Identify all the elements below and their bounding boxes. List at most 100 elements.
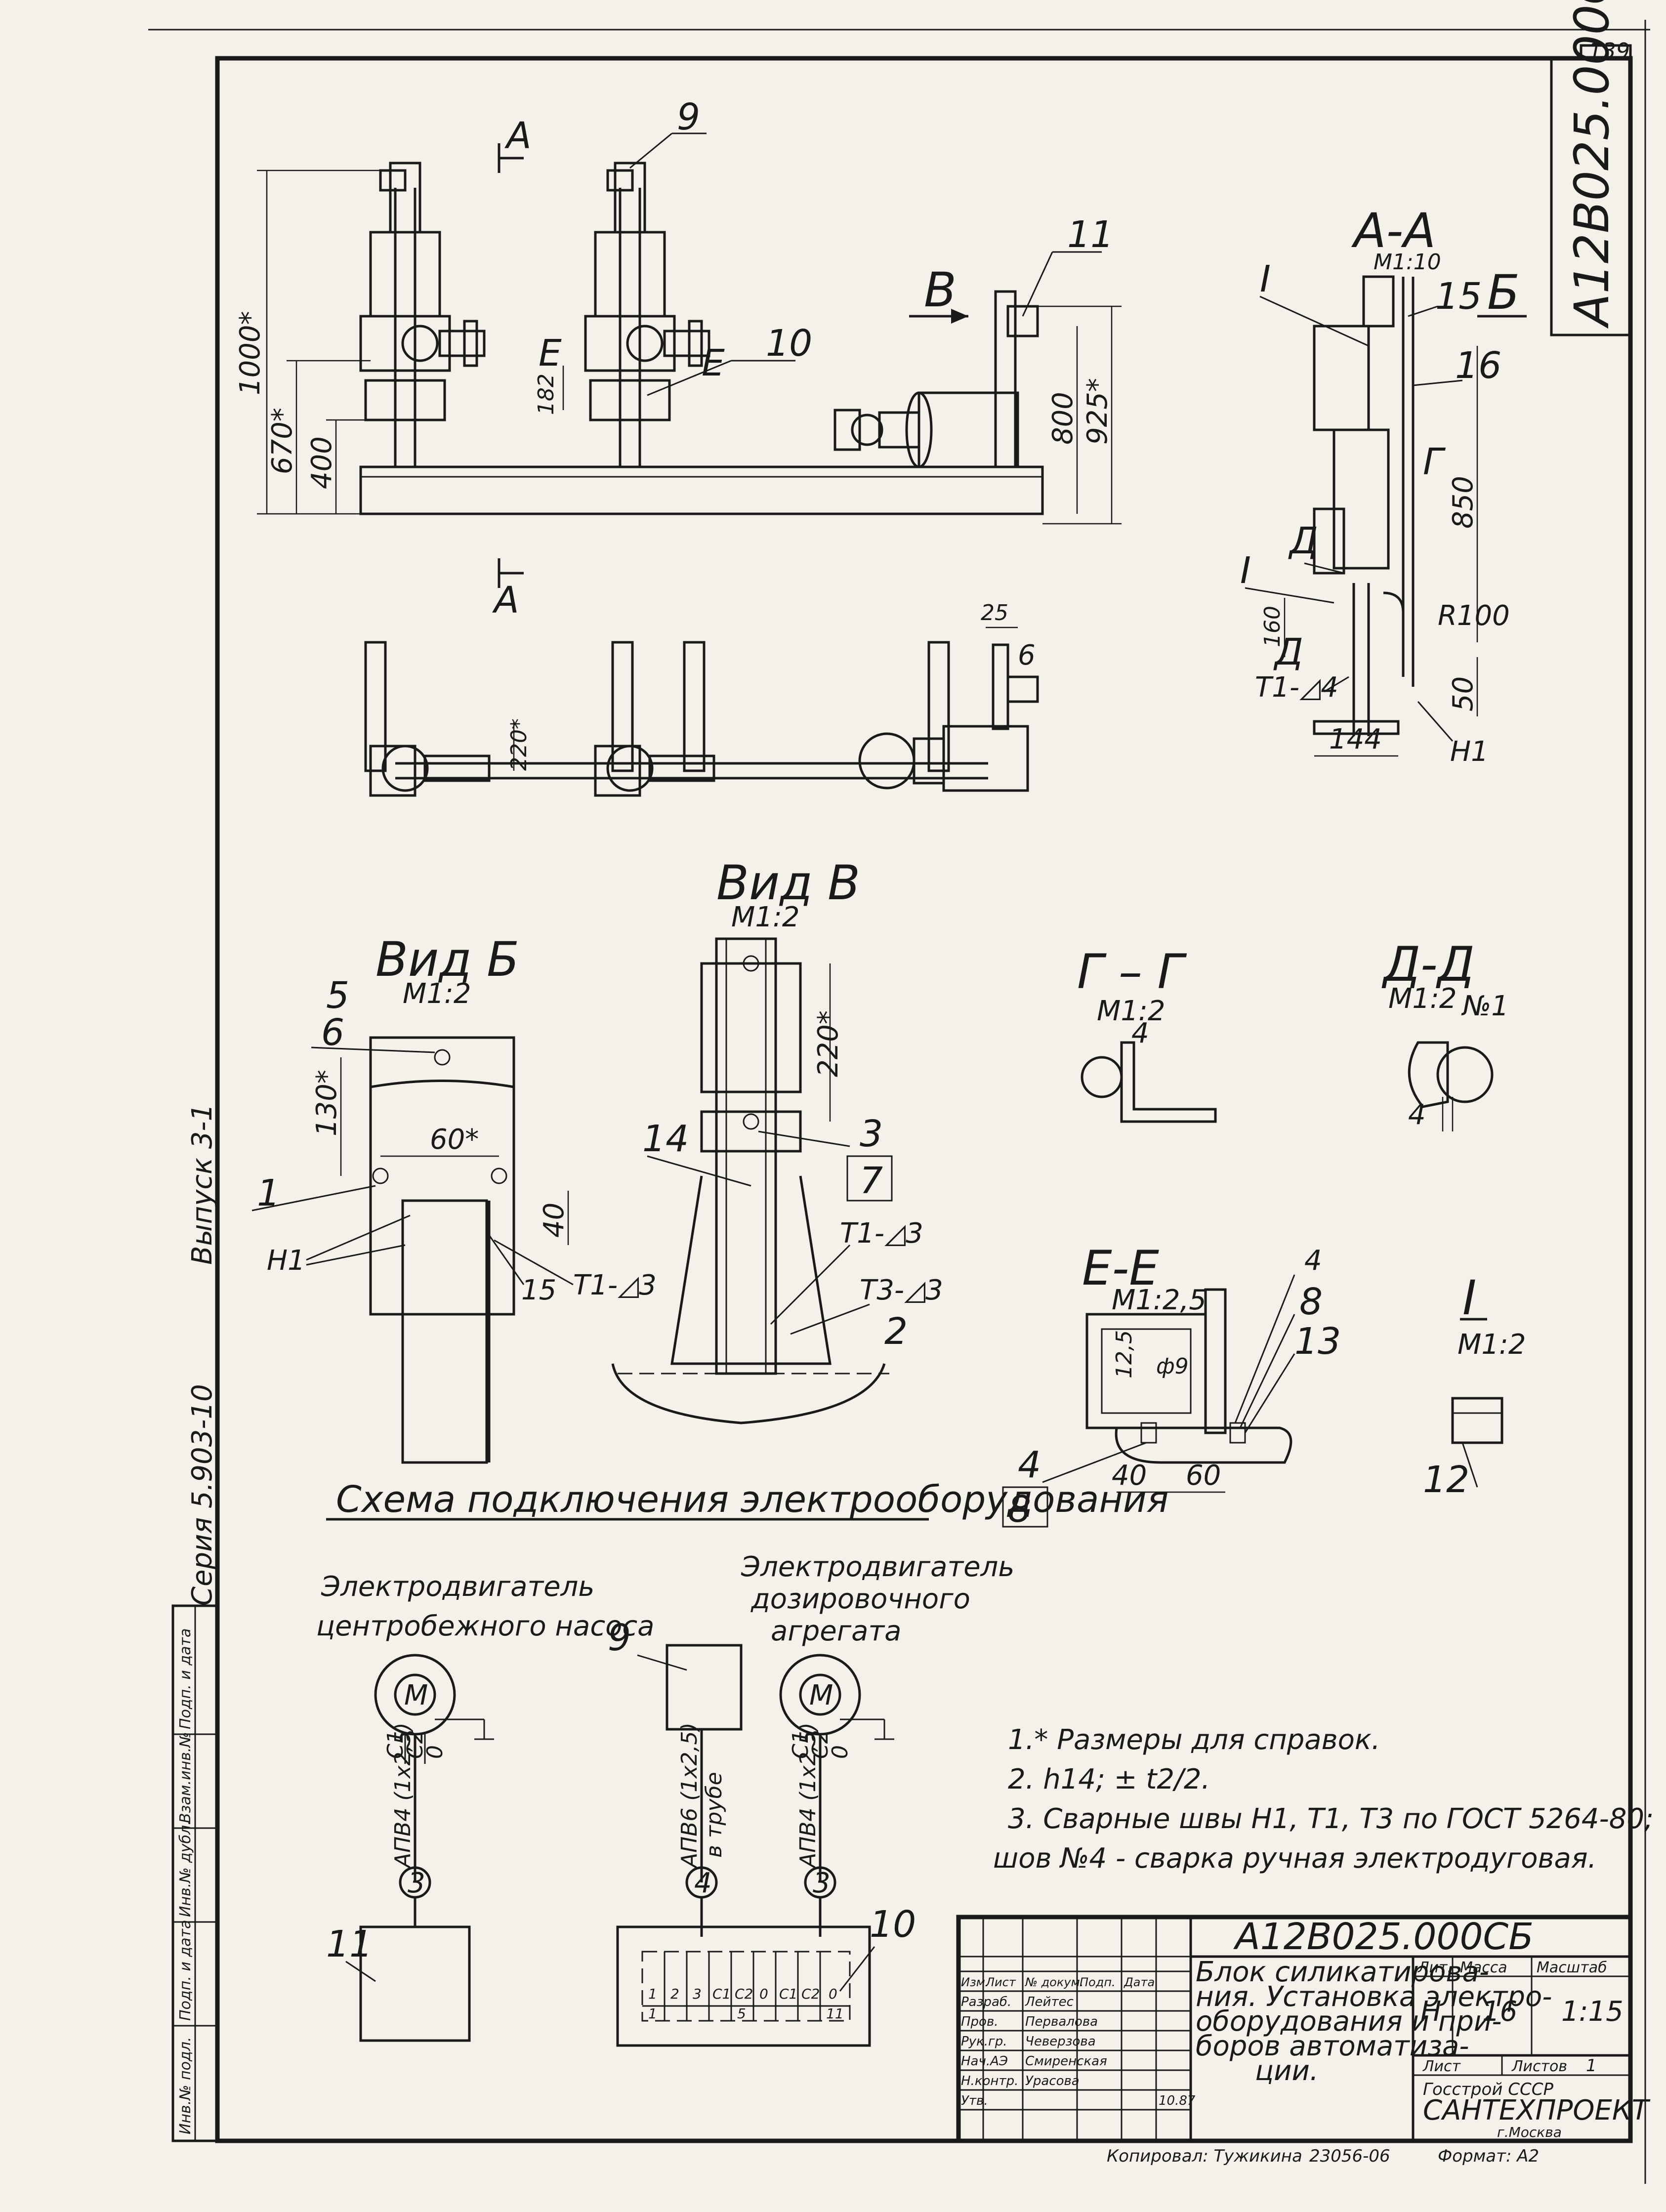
section-ee-title: Е-Е [1082, 1241, 1159, 1296]
section-dd-weld-no: №1 [1461, 990, 1509, 1022]
cable2-note: в трубе [702, 1772, 727, 1858]
tb-name-1: Лейтес [1025, 1995, 1074, 2009]
section-mark-e-right: Е [702, 342, 725, 384]
section-mark-e-left: Е [539, 332, 562, 375]
motor1-wire-c1: С1 [383, 1730, 408, 1759]
section-gg-title: Г – Г [1077, 944, 1187, 1000]
motor1-caption-2: центробежного насоса [316, 1610, 655, 1642]
tb-name-line-5: ции. [1255, 2055, 1319, 2087]
tb-name-line-2: ния. Установка электро- [1196, 1981, 1552, 2013]
section-dd-scale: М1:2 [1388, 983, 1457, 1015]
tb-role-5: Н.контр. [961, 2074, 1018, 2088]
footer-format: Формат: А2 [1438, 2146, 1539, 2166]
tb-col-izm: Изм. [961, 1975, 989, 1989]
section-mark-a-bottom: А [492, 579, 519, 622]
aa-dim-144: 144 [1329, 723, 1382, 755]
tb-lit-label: Лит. [1417, 1959, 1452, 1976]
view-v-callout-7: 7 [860, 1160, 883, 1202]
callout-9: 9 [677, 96, 700, 138]
view-v-weld-t3: Т3-◿3 [860, 1274, 943, 1306]
dim-182: 182 [534, 374, 559, 415]
tb-mass: 16 [1482, 1996, 1517, 2028]
view-b-scale: М1:2 [403, 978, 471, 1010]
callout-11: 11 [1067, 213, 1114, 256]
motor2-wire-0: 0 [828, 1745, 853, 1759]
aa-dim-50: 50 [1447, 676, 1479, 711]
view-v-callout-14: 14 [642, 1118, 689, 1160]
tb-col-list: Лист [985, 1975, 1016, 1989]
view-b-weld: Т1-◿3 [573, 1269, 657, 1301]
tb-role-3: Рук.гр. [961, 2034, 1007, 2049]
plan-dim-220: 220* [506, 718, 532, 771]
cable2-label: АПВ6 (1х2,5) [677, 1722, 702, 1869]
section-dd-dim-4: 4 [1408, 1099, 1426, 1131]
motor2-wire-c2: С2 [808, 1730, 833, 1759]
stamp-cell-5: Инв.№ подл. [177, 2037, 194, 2134]
section-dd-title: Д-Д [1381, 937, 1475, 992]
section-ee-dim-40: 40 [1112, 1460, 1147, 1492]
cable3-label: АПВ4 (1х2,5) [795, 1722, 821, 1869]
tb-role-2: Пров. [961, 2014, 999, 2029]
dim-670: 670* [266, 408, 298, 474]
terminal-3: 3 [693, 1986, 702, 2002]
terminal-6: 0 [759, 1986, 768, 2002]
title-block: А12В025.000СБ Изм. Лист № докум. Подп. Д… [956, 1915, 1651, 2143]
section-d-d: Д-Д М1:2 №1 4 [1381, 937, 1509, 1131]
tb-name-line-1: Блок силикатирова- [1196, 1956, 1489, 1988]
section-ee-phi9: ф9 [1156, 1354, 1189, 1379]
motor2-caption-1: Электродвигатель [741, 1551, 1014, 1583]
aa-callout-i-top: I [1260, 258, 1271, 300]
dim-1000: 1000* [234, 311, 266, 395]
section-mark-a-top: А [504, 115, 532, 157]
terminal-4: С1 [712, 1986, 731, 2002]
detail-i: I М1:2 12 [1423, 1270, 1526, 1501]
aa-dim-160: 160 [1260, 606, 1285, 647]
tb-col-sign: Подп. [1080, 1975, 1116, 1989]
terminal-5: С2 [735, 1986, 753, 2002]
terminal-1: 1 [648, 1986, 657, 2002]
motor2-caption-2: дозировочного [750, 1583, 970, 1615]
section-aa-title: А-А [1351, 203, 1436, 258]
box10-label: 10 [870, 1903, 916, 1946]
view-b-title: Вид Б [375, 932, 519, 987]
cable1-circle: 3 [408, 1867, 425, 1899]
note-3: 3. Сварные швы Н1, Т1, Т3 по ГОСТ 5264-8… [1008, 1803, 1654, 1835]
section-ee-callout-8: 8 [1299, 1281, 1323, 1323]
series-label: Серия 5.903-10 [186, 1384, 218, 1606]
terminal-bottom-2: 5 [737, 2005, 746, 2022]
aa-callout-16: 16 [1455, 344, 1501, 387]
footer-copier: Копировал: Тужикина [1107, 2146, 1302, 2166]
section-gg-scale: М1:2 [1097, 995, 1165, 1027]
motor1-caption-1: Электродвигатель [321, 1571, 594, 1603]
box9-label: 9 [608, 1617, 631, 1659]
dim-925: 925* [1082, 378, 1114, 445]
footer-order: 23056-06 [1309, 2146, 1390, 2166]
view-mark-v: В [924, 262, 957, 318]
tb-name-4: Смиренская [1025, 2054, 1107, 2069]
motor1-wire-c2: С2 [403, 1730, 428, 1759]
main-front-view: 1000* 670* 400 182 800 925* А А 9 10 11 … [234, 96, 1122, 622]
view-b-dim-130: 130* [311, 1070, 343, 1136]
stamp-cell-2: Подп. и дата [177, 1920, 194, 2021]
view-b-callout-15: 15 [521, 1274, 556, 1306]
tb-role-4: Нач.АЭ [961, 2054, 1008, 2069]
view-v-callout-2: 2 [884, 1310, 908, 1353]
sheet-frame [148, 20, 1650, 2184]
plan-dim-25: 25 [981, 600, 1008, 626]
plan-view: 220* 25 6 [364, 600, 1039, 797]
motor2-caption-3: агрегата [771, 1615, 901, 1647]
dim-400: 400 [306, 436, 338, 489]
view-b-dim-40: 40 [538, 1203, 570, 1238]
view-v-dim-220: 220* [812, 1010, 844, 1077]
section-a-a: А-А М1:10 850 50 160 144 R100 I 15 Б 16 … [1240, 203, 1527, 768]
view-b-callout-6: 6 [321, 1011, 344, 1054]
section-gg-callout-4: 4 [1131, 1017, 1149, 1049]
tb-name-5: Урасова [1025, 2074, 1080, 2088]
tb-doc-code: А12В025.000СБ [1233, 1916, 1534, 1958]
tb-sheets-label: Листов [1511, 2058, 1567, 2075]
note-1: 1.* Размеры для справок. [1008, 1724, 1380, 1756]
section-g-g: Г – Г М1:2 4 [1077, 944, 1217, 1123]
motor2-wire-c1: С1 [788, 1730, 813, 1759]
view-b-callout-h1: Н1 [267, 1245, 305, 1277]
note-4: шов №4 - сварка ручная электродуговая. [993, 1842, 1596, 1875]
